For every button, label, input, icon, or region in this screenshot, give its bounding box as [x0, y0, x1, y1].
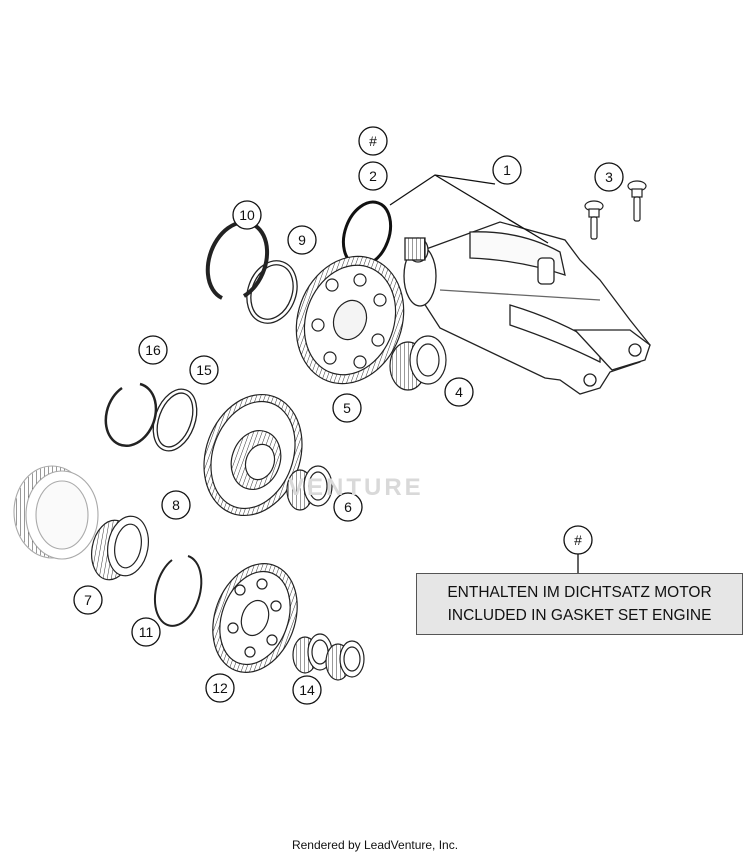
- callout-10: 10: [239, 207, 255, 223]
- note-line-de: ENTHALTEN IM DICHTSATZ MOTOR: [447, 584, 712, 601]
- note-line-en: INCLUDED IN GASKET SET ENGINE: [447, 607, 712, 624]
- circlip-16: [104, 382, 158, 448]
- circlip-10: [205, 220, 270, 300]
- gear-8: [203, 393, 303, 517]
- gear-12: [212, 563, 298, 673]
- watermark: VENTURE: [288, 474, 424, 501]
- callouts: [73, 126, 624, 705]
- needle-bearing-14b: [325, 640, 365, 681]
- callout-note-hash: #: [574, 532, 582, 548]
- footer-credit: Rendered by LeadVenture, Inc.: [291, 838, 459, 852]
- callout-11: 11: [139, 624, 154, 640]
- callout-9: 9: [298, 232, 306, 248]
- needle-bearing-6: [286, 465, 333, 511]
- starter-motor: [403, 221, 651, 395]
- callout-3: 3: [605, 169, 613, 185]
- callout-4: 4: [455, 384, 463, 400]
- callout-2: 2: [369, 168, 377, 184]
- callout-12: 12: [212, 680, 228, 696]
- callout-6: 6: [344, 499, 352, 515]
- freewheel-ring: [91, 515, 149, 581]
- callout-16: 16: [145, 342, 161, 358]
- gear-7: [13, 465, 99, 560]
- gasket-note-box: ENTHALTEN IM DICHTSATZ MOTOR INCLUDED IN…: [416, 573, 743, 635]
- callout-8: 8: [172, 497, 180, 513]
- washer-9: [246, 260, 298, 324]
- callout-14: 14: [299, 682, 315, 698]
- callout-15: 15: [196, 362, 212, 378]
- needle-bearing-4: [389, 335, 447, 391]
- callout-2-hash: #: [369, 133, 377, 149]
- gear-5: [295, 255, 405, 385]
- callout-7: 7: [84, 592, 92, 608]
- bolt-right: [627, 180, 647, 222]
- callout-5: 5: [343, 400, 351, 416]
- bolt-left: [584, 200, 604, 240]
- washer-15: [152, 388, 198, 452]
- circlip-11: [153, 555, 203, 627]
- callout-1: 1: [503, 162, 511, 178]
